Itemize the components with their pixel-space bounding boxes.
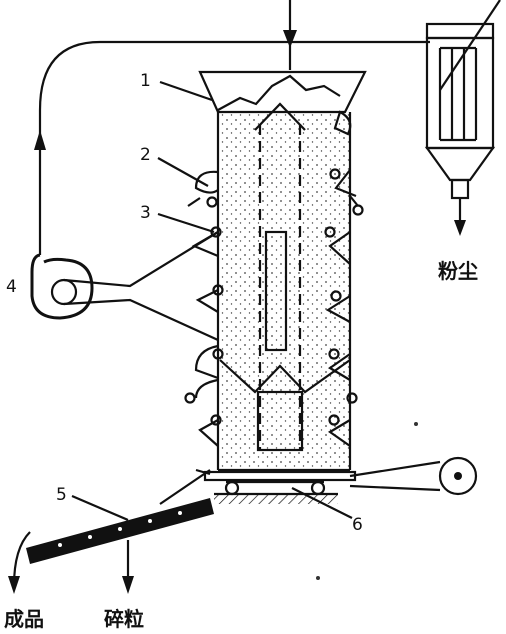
label-5: 5 xyxy=(56,485,67,505)
cyclone-filter-icon xyxy=(424,0,501,236)
left-baffles xyxy=(184,170,224,447)
speck xyxy=(414,422,418,426)
drive-pulley-icon xyxy=(438,456,478,496)
bottom-conveyor xyxy=(203,460,441,504)
blower-fan-icon xyxy=(30,231,219,342)
product-arrow-icon xyxy=(8,576,20,594)
dust-label: 粉尘 xyxy=(438,259,478,283)
label-6: 6 xyxy=(352,515,363,535)
dust-outlet-arrow-icon xyxy=(454,220,466,236)
feed-arrow-icon xyxy=(283,30,297,48)
label-2: 2 xyxy=(140,145,151,165)
granulator-column xyxy=(198,70,367,472)
discharge-chute xyxy=(159,468,211,505)
label-1: 1 xyxy=(140,71,151,91)
right-baffles xyxy=(324,168,364,447)
speck xyxy=(316,576,320,580)
vibrating-screen xyxy=(8,498,214,594)
label-4: 4 xyxy=(6,277,17,297)
top-air-duct xyxy=(34,0,430,255)
callout-leaders xyxy=(71,80,353,522)
fines-label: 碎粒 xyxy=(104,607,144,631)
fines-arrow-icon xyxy=(122,576,134,594)
product-label: 成品 xyxy=(4,607,44,631)
label-3: 3 xyxy=(140,203,151,223)
return-arrow-icon xyxy=(34,130,46,150)
